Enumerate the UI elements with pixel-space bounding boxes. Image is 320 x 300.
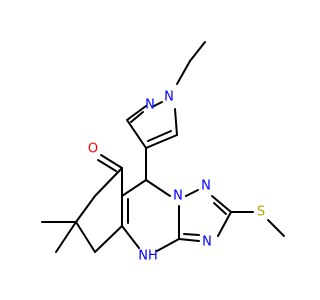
- bond-s-methyl: [267, 219, 285, 237]
- bond-c6-methyl-b: [55, 221, 77, 253]
- bond-n1-c2-double: [213, 202, 227, 215]
- atom-label-n-pyrazole-1: N: [164, 90, 174, 105]
- bond-c7-c6: [75, 195, 96, 223]
- atom-label-o-carbonyl: O: [88, 142, 98, 157]
- atom-label-n-triazole-2: N: [201, 179, 211, 194]
- pyrazole-ring: [126, 101, 178, 149]
- bond-c3-c4: [126, 119, 147, 149]
- atom-label-n-pyrazole-2: N: [145, 98, 155, 113]
- bond-n1-n2: [153, 101, 163, 107]
- bond-n3-c3a: [178, 238, 200, 242]
- bond-n1-ethyl-ch2: [176, 60, 191, 85]
- bond-n3-c3a-double: [183, 233, 200, 236]
- bond-nh-c3a: [156, 238, 180, 252]
- diagram-background: [0, 0, 300, 300]
- bond-n1-c2: [211, 195, 232, 213]
- bond-c6-c5: [75, 221, 96, 253]
- triazole-ring: [178, 189, 232, 242]
- bond-n-bridge-n1: [185, 189, 199, 197]
- bond-c8-o-double: [97, 159, 117, 172]
- methylthio-group: [230, 211, 285, 237]
- bond-ethyl-ch2-ch3: [189, 41, 206, 62]
- bond-c9-n-bridge: [145, 179, 171, 197]
- bond-n2-c3-double: [130, 111, 144, 123]
- bond-c9-c8a: [121, 179, 147, 197]
- bond-c5-c4a: [94, 225, 123, 253]
- dihydropyrimidine-ring: [121, 179, 180, 252]
- bond-c2-n3: [217, 211, 232, 237]
- molecule-structure-diagram: N N O N N N S NH: [0, 0, 300, 300]
- bond-c4a-nh: [121, 225, 140, 249]
- bond-c8-o: [100, 154, 123, 169]
- bond-c5-n1: [174, 108, 178, 136]
- bond-c4-c5: [145, 134, 178, 149]
- atom-label-s-thioether: S: [257, 205, 265, 220]
- atom-label-n-triazole-3: N: [202, 235, 212, 250]
- bond-c8-c7: [94, 167, 123, 197]
- cyclohexenone-ring: [41, 154, 147, 253]
- atom-label-n-triazole-1: N: [173, 189, 183, 204]
- bond-c4-c5-double: [147, 130, 172, 142]
- ethyl-group: [176, 41, 206, 85]
- bond-n2-c3: [126, 105, 147, 121]
- atom-label-nh-amine: NH: [138, 249, 158, 264]
